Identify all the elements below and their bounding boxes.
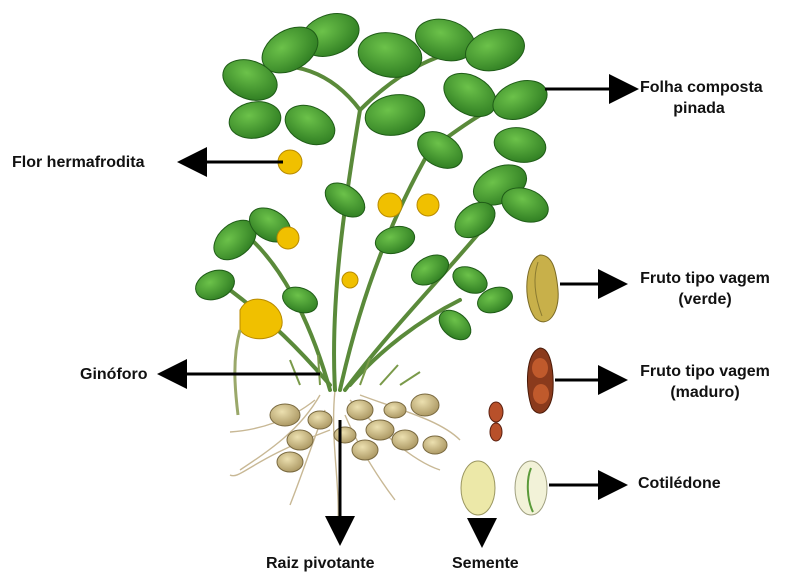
loose-seeds [489, 402, 503, 441]
mature-pod [527, 348, 553, 413]
arrows [163, 89, 633, 542]
label-semente: Semente [452, 553, 519, 574]
label-folha-composta: Folha composta pinada [640, 77, 758, 119]
label-folha-line1: Folha composta [640, 77, 758, 98]
label-ginoforo: Ginóforo [80, 364, 148, 385]
label-fruto-maduro: Fruto tipo vagem (maduro) [630, 361, 780, 403]
label-fruto-verde: Fruto tipo vagem (verde) [630, 268, 780, 310]
cotyledon [515, 461, 547, 515]
label-fruto-maduro-line2: (maduro) [630, 382, 780, 403]
label-raiz-pivotante: Raiz pivotante [266, 553, 374, 574]
label-flor-hermafrodita: Flor hermafrodita [12, 152, 144, 173]
label-folha-line2: pinada [640, 98, 758, 119]
label-fruto-maduro-line1: Fruto tipo vagem [630, 361, 780, 382]
label-cotiledone: Cotilédone [638, 473, 721, 494]
seed [461, 461, 495, 515]
green-pod [527, 255, 558, 322]
label-fruto-verde-line2: (verde) [630, 289, 780, 310]
label-fruto-verde-line1: Fruto tipo vagem [630, 268, 780, 289]
leaves [191, 6, 553, 346]
